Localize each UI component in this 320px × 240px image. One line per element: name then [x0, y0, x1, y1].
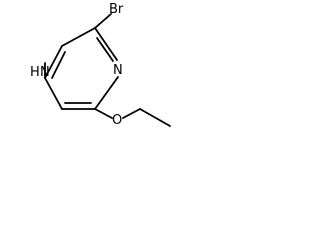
bond-ch2-ch3 [139, 108, 171, 127]
ether-oxygen-label: O [112, 113, 122, 128]
bond-o-ch2 [122, 108, 141, 119]
ring-bond-c4-c3 [44, 45, 63, 79]
ring-nitrogen-label: N [113, 63, 123, 78]
ring-bond-c3-c2 [61, 27, 96, 47]
double-bond-inner-c2-n1 [96, 37, 114, 62]
ring-bond-c5-c4 [44, 77, 63, 110]
ring-bond-n1-c6 [94, 76, 119, 110]
amine-nitrogen-label: N [40, 65, 50, 80]
bond-c6-o [94, 108, 113, 119]
double-bond-inner-c4-c3 [51, 51, 66, 79]
bromine-label: Br [109, 2, 124, 17]
chemical-structure-diagram: Br N H N O [30, 2, 171, 128]
bond-c2-br [94, 13, 112, 29]
amine-hydrogen-label: H [30, 65, 40, 80]
ring-bond-c2-n1 [94, 27, 118, 61]
